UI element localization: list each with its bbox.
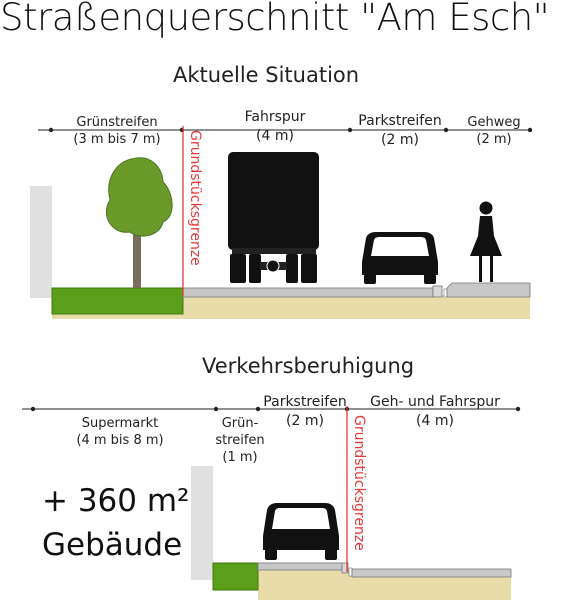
sidewalk-current — [446, 282, 531, 298]
grass-strip-current — [51, 287, 184, 315]
shared-lane-calming — [351, 568, 512, 578]
segment-label-gruenstreifen: Grünstreifen (3 m bis 7 m) — [73, 115, 161, 147]
section-heading-current: Aktuelle Situation — [173, 63, 360, 87]
property-boundary-label-current: Grundstücksgrenze — [187, 130, 203, 266]
building-wall-current — [30, 186, 52, 298]
pedestrian-icon — [470, 201, 502, 282]
truck-icon — [228, 152, 319, 283]
segment-label-parkstreifen-calm: Parkstreifen (2 m) — [263, 394, 347, 429]
property-boundary-label-calming: Grundstücksgrenze — [351, 415, 367, 551]
grass-strip-calming — [212, 562, 259, 591]
segment-label-supermarkt: Supermarkt (4 m bis 8 m) — [76, 416, 164, 448]
parking-strip-calming — [257, 562, 343, 571]
segment-label-gruenstreifen-narrow: Grün- streifen (1 m) — [215, 416, 265, 465]
car-icon — [263, 503, 339, 560]
gain-building-text: Gebäude — [42, 527, 183, 563]
building-wall-calming — [191, 466, 213, 580]
gain-area-text: + 360 m² — [42, 483, 190, 519]
tree-icon — [105, 157, 173, 288]
curb-current — [432, 285, 443, 298]
curb-calming — [341, 562, 349, 574]
page-title: Straßenquerschnitt "Am Esch" — [0, 0, 550, 39]
segment-label-parkstreifen: Parkstreifen (2 m) — [358, 113, 442, 148]
section-heading-calming: Verkehrsberuhigung — [202, 354, 415, 378]
segment-label-fahrspur: Fahrspur (4 m) — [244, 109, 306, 144]
car-icon — [362, 232, 438, 284]
dimension-ticks-calming — [30, 406, 521, 412]
segment-label-gehweg: Gehweg (2 m) — [467, 115, 521, 147]
roadway-current — [182, 287, 434, 298]
segment-label-geh-fahrspur: Geh- und Fahrspur (4 m) — [370, 394, 500, 429]
